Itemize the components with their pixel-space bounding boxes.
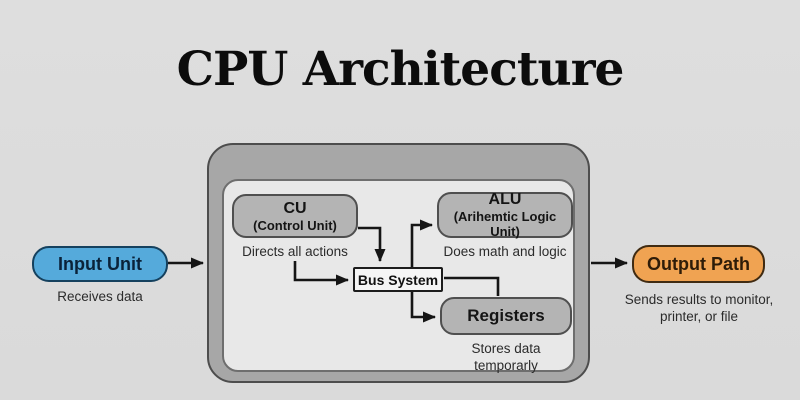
cu-caption: Directs all actions [242, 244, 348, 259]
output-path-caption: Sends results to monitor, printer, or fi… [624, 292, 774, 324]
registers-label: Registers [467, 306, 545, 325]
cu-label: CU [283, 199, 307, 217]
alu-sublabel: (Arihemtic Logic Unit) [453, 209, 557, 239]
bus-system-box: Bus System [353, 267, 443, 292]
alu-label: ALU [488, 191, 522, 208]
input-unit-label: Input Unit [58, 253, 142, 274]
alu-caption: Does math and logic [443, 244, 567, 259]
cu-box: CU (Control Unit) [232, 194, 358, 238]
registers-caption: Stores data temporarly [471, 341, 541, 373]
registers-box: Registers [440, 297, 572, 335]
bus-system-label: Bus System [357, 271, 439, 288]
output-path-box: Output Path [632, 245, 765, 283]
alu-box: ALU (Arihemtic Logic Unit) [437, 191, 573, 239]
output-path-label: Output Path [647, 253, 750, 274]
input-unit-box: Input Unit [32, 246, 168, 282]
page-title: CPU Architecture [176, 42, 625, 97]
cu-sublabel: (Control Unit) [253, 217, 337, 233]
input-unit-caption: Receives data [57, 289, 143, 304]
